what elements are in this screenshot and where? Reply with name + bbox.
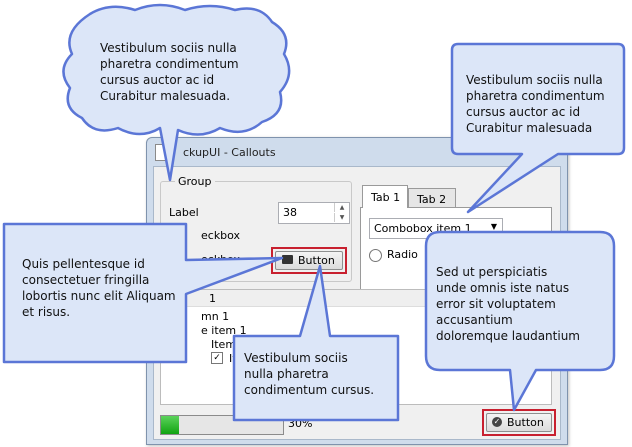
window-title: ckupUI - Callouts [183,146,276,159]
tab-2[interactable]: Tab 2 [408,188,456,208]
number-spinner[interactable]: 38 ▲ ▼ [278,202,350,224]
combobox[interactable]: Combobox item 1 ▼ [369,218,503,239]
button-highlight: Button [271,247,347,274]
tree-item[interactable]: e item 1 [201,324,247,337]
callout-line: pharetra condimentum [466,89,605,103]
tree-item[interactable]: mn 1 [201,310,230,323]
progress-fill [161,416,180,434]
callout-line: accusantium [436,313,513,327]
checkbox-2-label[interactable]: eckbox [201,253,241,266]
tree-item[interactable]: Item a [211,338,247,351]
radio-button[interactable] [369,249,382,262]
spinner-value: 38 [283,206,297,219]
callout-line: error sit voluptatem [436,297,556,311]
tab-1-label: Tab 1 [371,191,401,204]
radio-label: Radio [387,248,418,261]
tree-header-label: 1 [209,292,216,305]
callout-line: lobortis nunc elit Aliquam [22,289,176,303]
checkbox-1-label[interactable]: eckbox [201,229,241,242]
callout-line: Curabitur malesuada. [100,89,231,103]
callout-text-top-left: Vestibulum sociis nulla pharetra condime… [100,40,239,104]
callout-line: et risus. [22,305,71,319]
callout-line: pharetra condimentum [100,57,239,71]
callout-line: unde omnis iste natus [436,281,570,295]
callout-line: cursus auctor ac id [100,73,215,87]
callout-line: Sed ut perspiciatis [436,265,548,279]
group-box: Group Label 38 ▲ ▼ eckbox eckbox Button [160,175,352,282]
tree-checkbox[interactable]: ✓ [211,352,223,364]
check-circle-icon: ✓ [492,417,502,427]
callout-line: condimentum cursus. [244,383,375,397]
callout-line: Vestibulum sociis nulla [466,73,603,87]
group-button[interactable]: Button [275,251,343,270]
bottom-button-highlight: ✓ Button [482,409,556,436]
callout-line: Quis pellentesque id [22,257,145,271]
tree-item[interactable]: Ite [229,352,244,365]
spin-down-icon[interactable]: ▼ [334,213,349,222]
chevron-down-icon: ▼ [490,222,497,231]
callout-text-left: Quis pellentesque id consectetuer fringi… [22,256,176,320]
bottom-button[interactable]: ✓ Button [486,413,552,432]
title-bar[interactable]: ckupUI - Callouts [147,138,567,166]
callout-text-top-right: Vestibulum sociis nulla pharetra condime… [466,72,605,136]
callout-line: Vestibulum sociis nulla [100,41,237,55]
progress-bar [160,415,284,435]
callout-line: Vestibulum sociis [244,351,348,365]
folder-icon [282,255,293,264]
label-text: Label [169,206,199,219]
tab-1[interactable]: Tab 1 [362,185,408,208]
progress-label: 30% [288,417,313,430]
callout-text-right: Sed ut perspiciatis unde omnis iste natu… [436,264,580,344]
callout-line: nulla pharetra [244,367,329,381]
callout-line: Curabitur malesuada [466,121,593,135]
group-button-label: Button [298,254,335,267]
callout-line: cursus auctor ac id [466,105,581,119]
callout-text-middle: Vestibulum sociis nulla pharetra condime… [244,350,374,398]
group-title: Group [175,175,215,188]
combobox-value: Combobox item 1 [374,222,472,235]
document-icon [155,144,169,161]
callout-line: doloremque laudantium [436,329,580,343]
tab-2-label: Tab 2 [417,193,447,206]
callout-line: consectetuer fringilla [22,273,150,287]
spin-up-icon[interactable]: ▲ [334,203,349,212]
bottom-button-label: Button [507,416,544,429]
